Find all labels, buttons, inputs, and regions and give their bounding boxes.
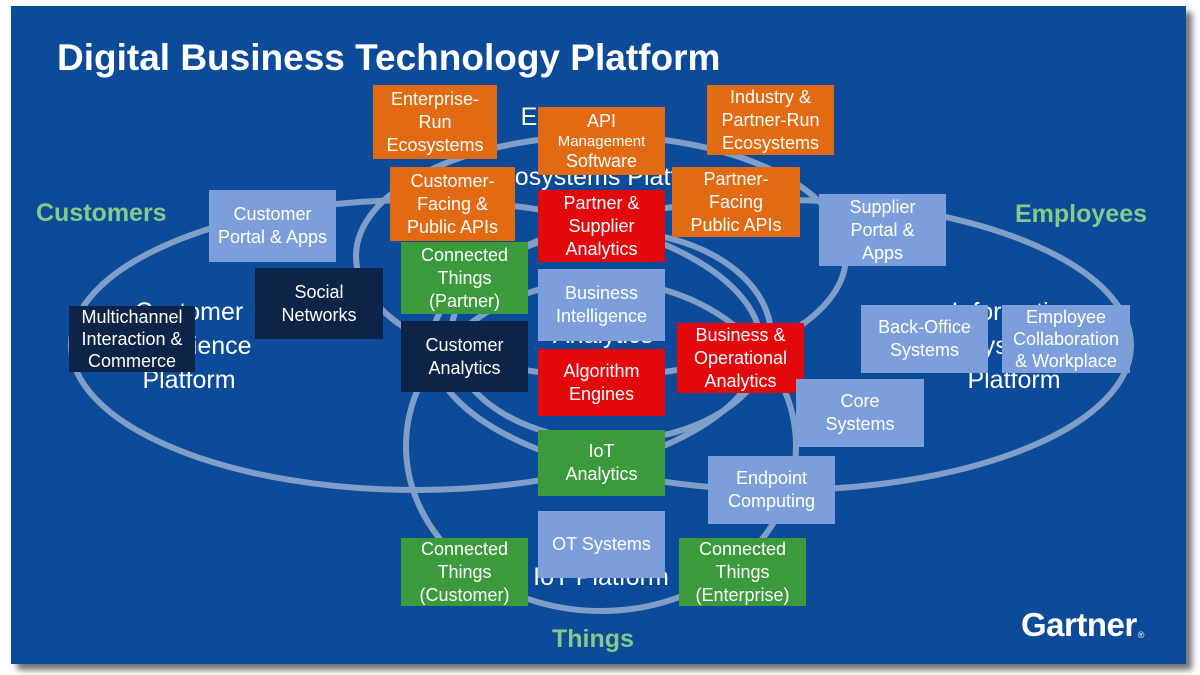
api-mgmt-line-2: Management: [557, 132, 646, 150]
employee-collaboration-workplace-box: Employee Collaboration & Workplace: [1002, 305, 1130, 373]
group-label-customers: Customers: [36, 199, 167, 227]
customer-facing-apis-box: Customer- Facing & Public APIs: [390, 167, 515, 241]
connected-things-enterprise-box: Connected Things (Enterprise): [679, 538, 806, 606]
connected-things-partner-box: Connected Things (Partner): [401, 242, 528, 314]
iot-analytics-box: IoT Analytics: [538, 430, 665, 496]
business-intelligence-box: Business Intelligence: [538, 269, 665, 341]
api-management-software-box: API Management Software: [538, 107, 665, 175]
gartner-logo: Gartner ®: [1021, 606, 1144, 644]
gartner-logo-text: Gartner: [1021, 606, 1137, 643]
api-mgmt-line-1: API: [586, 110, 616, 131]
multichannel-interaction-commerce-box: Multichannel Interaction & Commerce: [69, 306, 195, 372]
ot-systems-box: OT Systems: [538, 511, 665, 578]
endpoint-computing-box: Endpoint Computing: [708, 456, 835, 524]
connected-things-customer-box: Connected Things (Customer): [401, 538, 528, 606]
customer-portal-apps-box: Customer Portal & Apps: [209, 190, 336, 262]
back-office-systems-box: Back-Office Systems: [861, 305, 988, 373]
industry-partner-ecosystems-box: Industry & Partner-Run Ecosystems: [707, 85, 834, 155]
core-systems-box: Core Systems: [796, 379, 924, 447]
customer-analytics-box: Customer Analytics: [401, 321, 528, 392]
supplier-portal-apps-box: Supplier Portal & Apps: [819, 194, 946, 266]
api-mgmt-line-3: Software: [565, 150, 638, 171]
partner-facing-apis-box: Partner- Facing Public APIs: [672, 167, 800, 237]
social-networks-box: Social Networks: [255, 268, 383, 339]
page-title: Digital Business Technology Platform: [57, 37, 721, 78]
registered-mark: ®: [1137, 630, 1145, 640]
enterprise-run-ecosystems-box: Enterprise- Run Ecosystems: [373, 85, 497, 159]
group-label-things: Things: [552, 625, 634, 653]
business-operational-analytics-box: Business & Operational Analytics: [677, 323, 804, 393]
partner-supplier-analytics-box: Partner & Supplier Analytics: [538, 190, 665, 262]
algorithm-engines-box: Algorithm Engines: [538, 349, 665, 416]
group-label-employees: Employees: [1015, 200, 1148, 228]
slide: Digital Business Technology Platform Cus…: [11, 6, 1186, 664]
